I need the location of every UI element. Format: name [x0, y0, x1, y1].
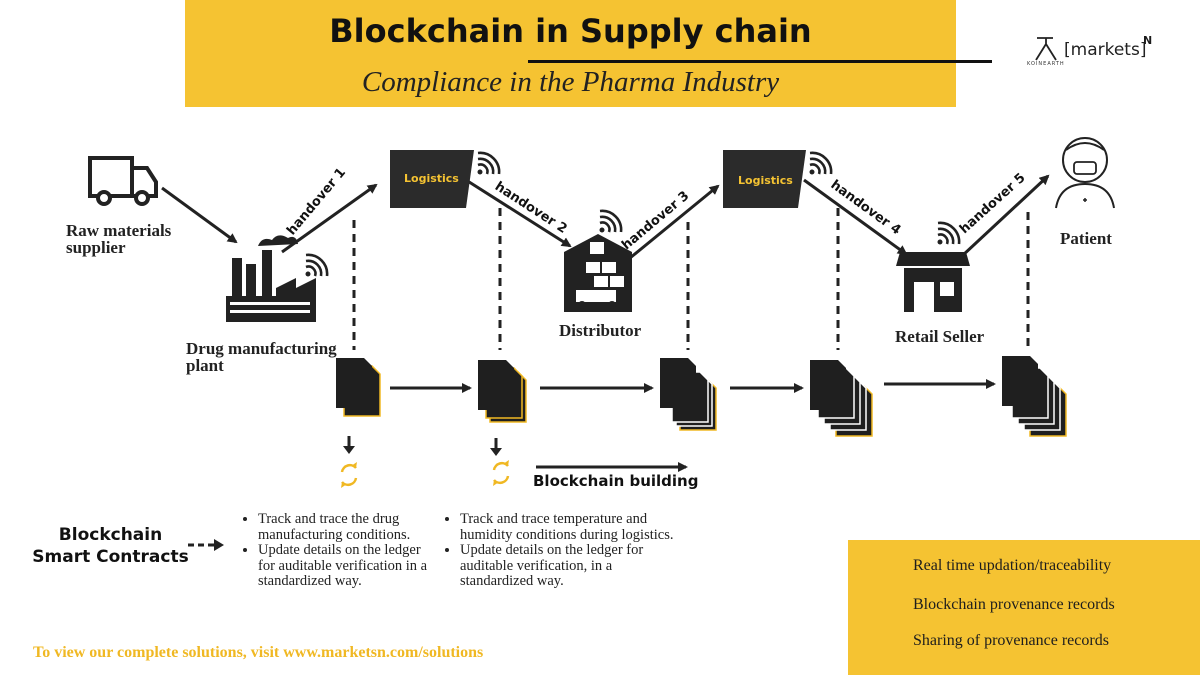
- doc-stack-1: [336, 358, 381, 417]
- legend-item-realtime: Real time updation/traceability: [913, 557, 1112, 574]
- doc-stack-3: [660, 358, 717, 431]
- footer-link-text[interactable]: To view our complete solutions, visit ww…: [33, 644, 484, 661]
- patient-icon: [1055, 137, 1115, 209]
- label-supplier: Raw materials supplier: [66, 221, 172, 257]
- warehouse-icon: [564, 234, 632, 312]
- label-logistics-2: Logistics: [738, 174, 793, 187]
- blockchain-building-label: Blockchain building: [533, 472, 699, 490]
- doc-stack-5: [1002, 356, 1067, 437]
- label-plant: Drug manufacturing plant: [186, 339, 337, 375]
- label-distributor: Distributor: [559, 321, 642, 340]
- down-arrow-icon: [343, 436, 355, 454]
- page-title: Blockchain in Supply chain: [329, 12, 812, 50]
- brand-logo-icon: [1035, 37, 1057, 61]
- legend-item-records: Blockchain provenance records: [913, 596, 1115, 613]
- list-item: Track and trace the drug manufacturing c…: [258, 511, 428, 543]
- sync-icon: [492, 460, 510, 486]
- brand-superscript: N: [1143, 34, 1153, 47]
- legend-item-sharing: Sharing of provenance records: [913, 632, 1109, 649]
- logistics-box-2: [723, 150, 806, 208]
- factory-icon: [226, 235, 316, 322]
- label-logistics-1: Logistics: [404, 172, 459, 185]
- title-underline: [528, 60, 992, 63]
- brand-name: [markets]: [1064, 40, 1147, 60]
- title-banner: Blockchain in Supply chain Compliance in…: [185, 0, 992, 107]
- smart-contract-arrow: [188, 539, 224, 551]
- sync-icon: [340, 462, 358, 488]
- logistics-box-1: [390, 150, 474, 208]
- page-subtitle: Compliance in the Pharma Industry: [361, 66, 780, 98]
- truck-icon: [88, 156, 158, 206]
- doc-stack-4: [810, 360, 873, 437]
- list-item: Track and trace temperature and humidity…: [460, 511, 685, 543]
- doc-stack-2: [478, 360, 527, 423]
- label-retail: Retail Seller: [895, 327, 985, 346]
- legend: [848, 540, 1200, 675]
- list-item: Update details on the ledger for auditab…: [460, 542, 685, 590]
- label-patient: Patient: [1060, 229, 1112, 248]
- list-item: Update details on the ledger for auditab…: [258, 542, 428, 590]
- smart-contract-list-1: Track and trace the drug manufacturing c…: [244, 511, 428, 590]
- smart-contract-list-2: Track and trace temperature and humidity…: [446, 511, 685, 590]
- brand-sub: KOINEARTH: [1027, 61, 1065, 67]
- down-arrow-icon: [490, 438, 502, 456]
- shop-icon: [896, 252, 970, 312]
- smart-contracts-label: Blockchain Smart Contracts: [32, 525, 189, 567]
